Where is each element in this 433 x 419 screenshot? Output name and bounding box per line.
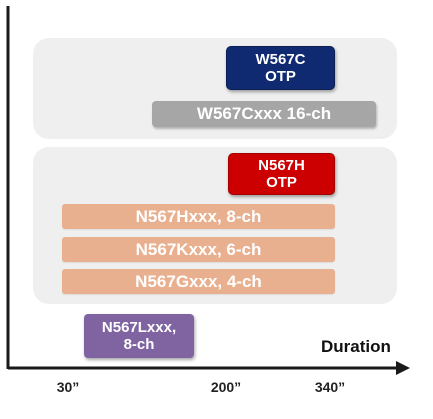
tick-label-200: 200” [210,379,242,395]
w567cxxx-16ch-label: W567Cxxx 16-ch [196,104,332,124]
n567hxxx-8ch-bar: N567Hxxx, 8-ch [62,204,335,229]
n567hxxx-8ch-label: N567Hxxx, 8-ch [135,206,262,226]
n567kxxx-6ch-bar: N567Kxxx, 6-ch [62,237,335,262]
n567gxxx-4ch-bar: N567Gxxx, 4-ch [62,269,335,294]
tick-label-30: 30” [56,379,80,395]
n567h-otp-label: N567H OTP [258,156,305,191]
w567c-otp-badge: W567C OTP [226,46,335,90]
n567lxxx-8ch-label: N567Lxxx, 8-ch [101,318,177,353]
n567h-otp-badge: N567H OTP [228,153,335,195]
n567gxxx-4ch-label: N567Gxxx, 4-ch [135,271,262,291]
x-axis-arrowhead [396,361,410,375]
x-axis-title: Duration [321,337,391,356]
n567lxxx-8ch-bar: N567Lxxx, 8-ch [84,314,194,358]
n567kxxx-6ch-label: N567Kxxx, 6-ch [135,239,262,259]
tick-label-340: 340” [314,379,346,395]
w567cxxx-16ch-bar: W567Cxxx 16-ch [152,101,376,127]
w567c-otp-label: W567C OTP [255,50,306,85]
